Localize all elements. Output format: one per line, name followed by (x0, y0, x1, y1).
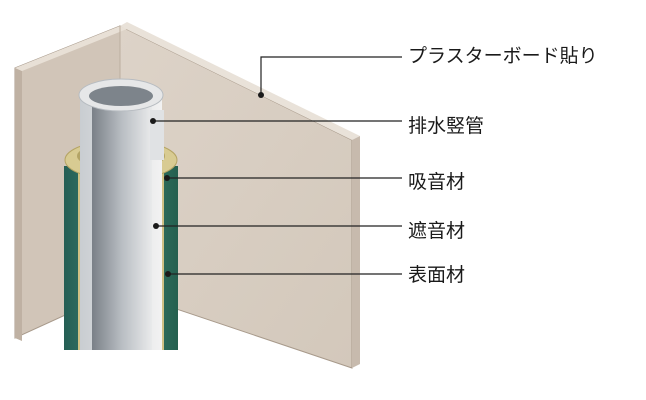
leader-lines (153, 56, 402, 275)
label-sound-insulating: 遮音材 (408, 220, 466, 242)
leader-dots (150, 92, 264, 277)
label-sound-absorbing: 吸音材 (408, 171, 466, 193)
label-plasterboard: プラスターボード貼り (408, 45, 598, 67)
label-drain-pipe: 排水竪管 (408, 115, 485, 137)
label-surface-material: 表面材 (408, 264, 466, 286)
pipe-assembly (64, 78, 178, 350)
